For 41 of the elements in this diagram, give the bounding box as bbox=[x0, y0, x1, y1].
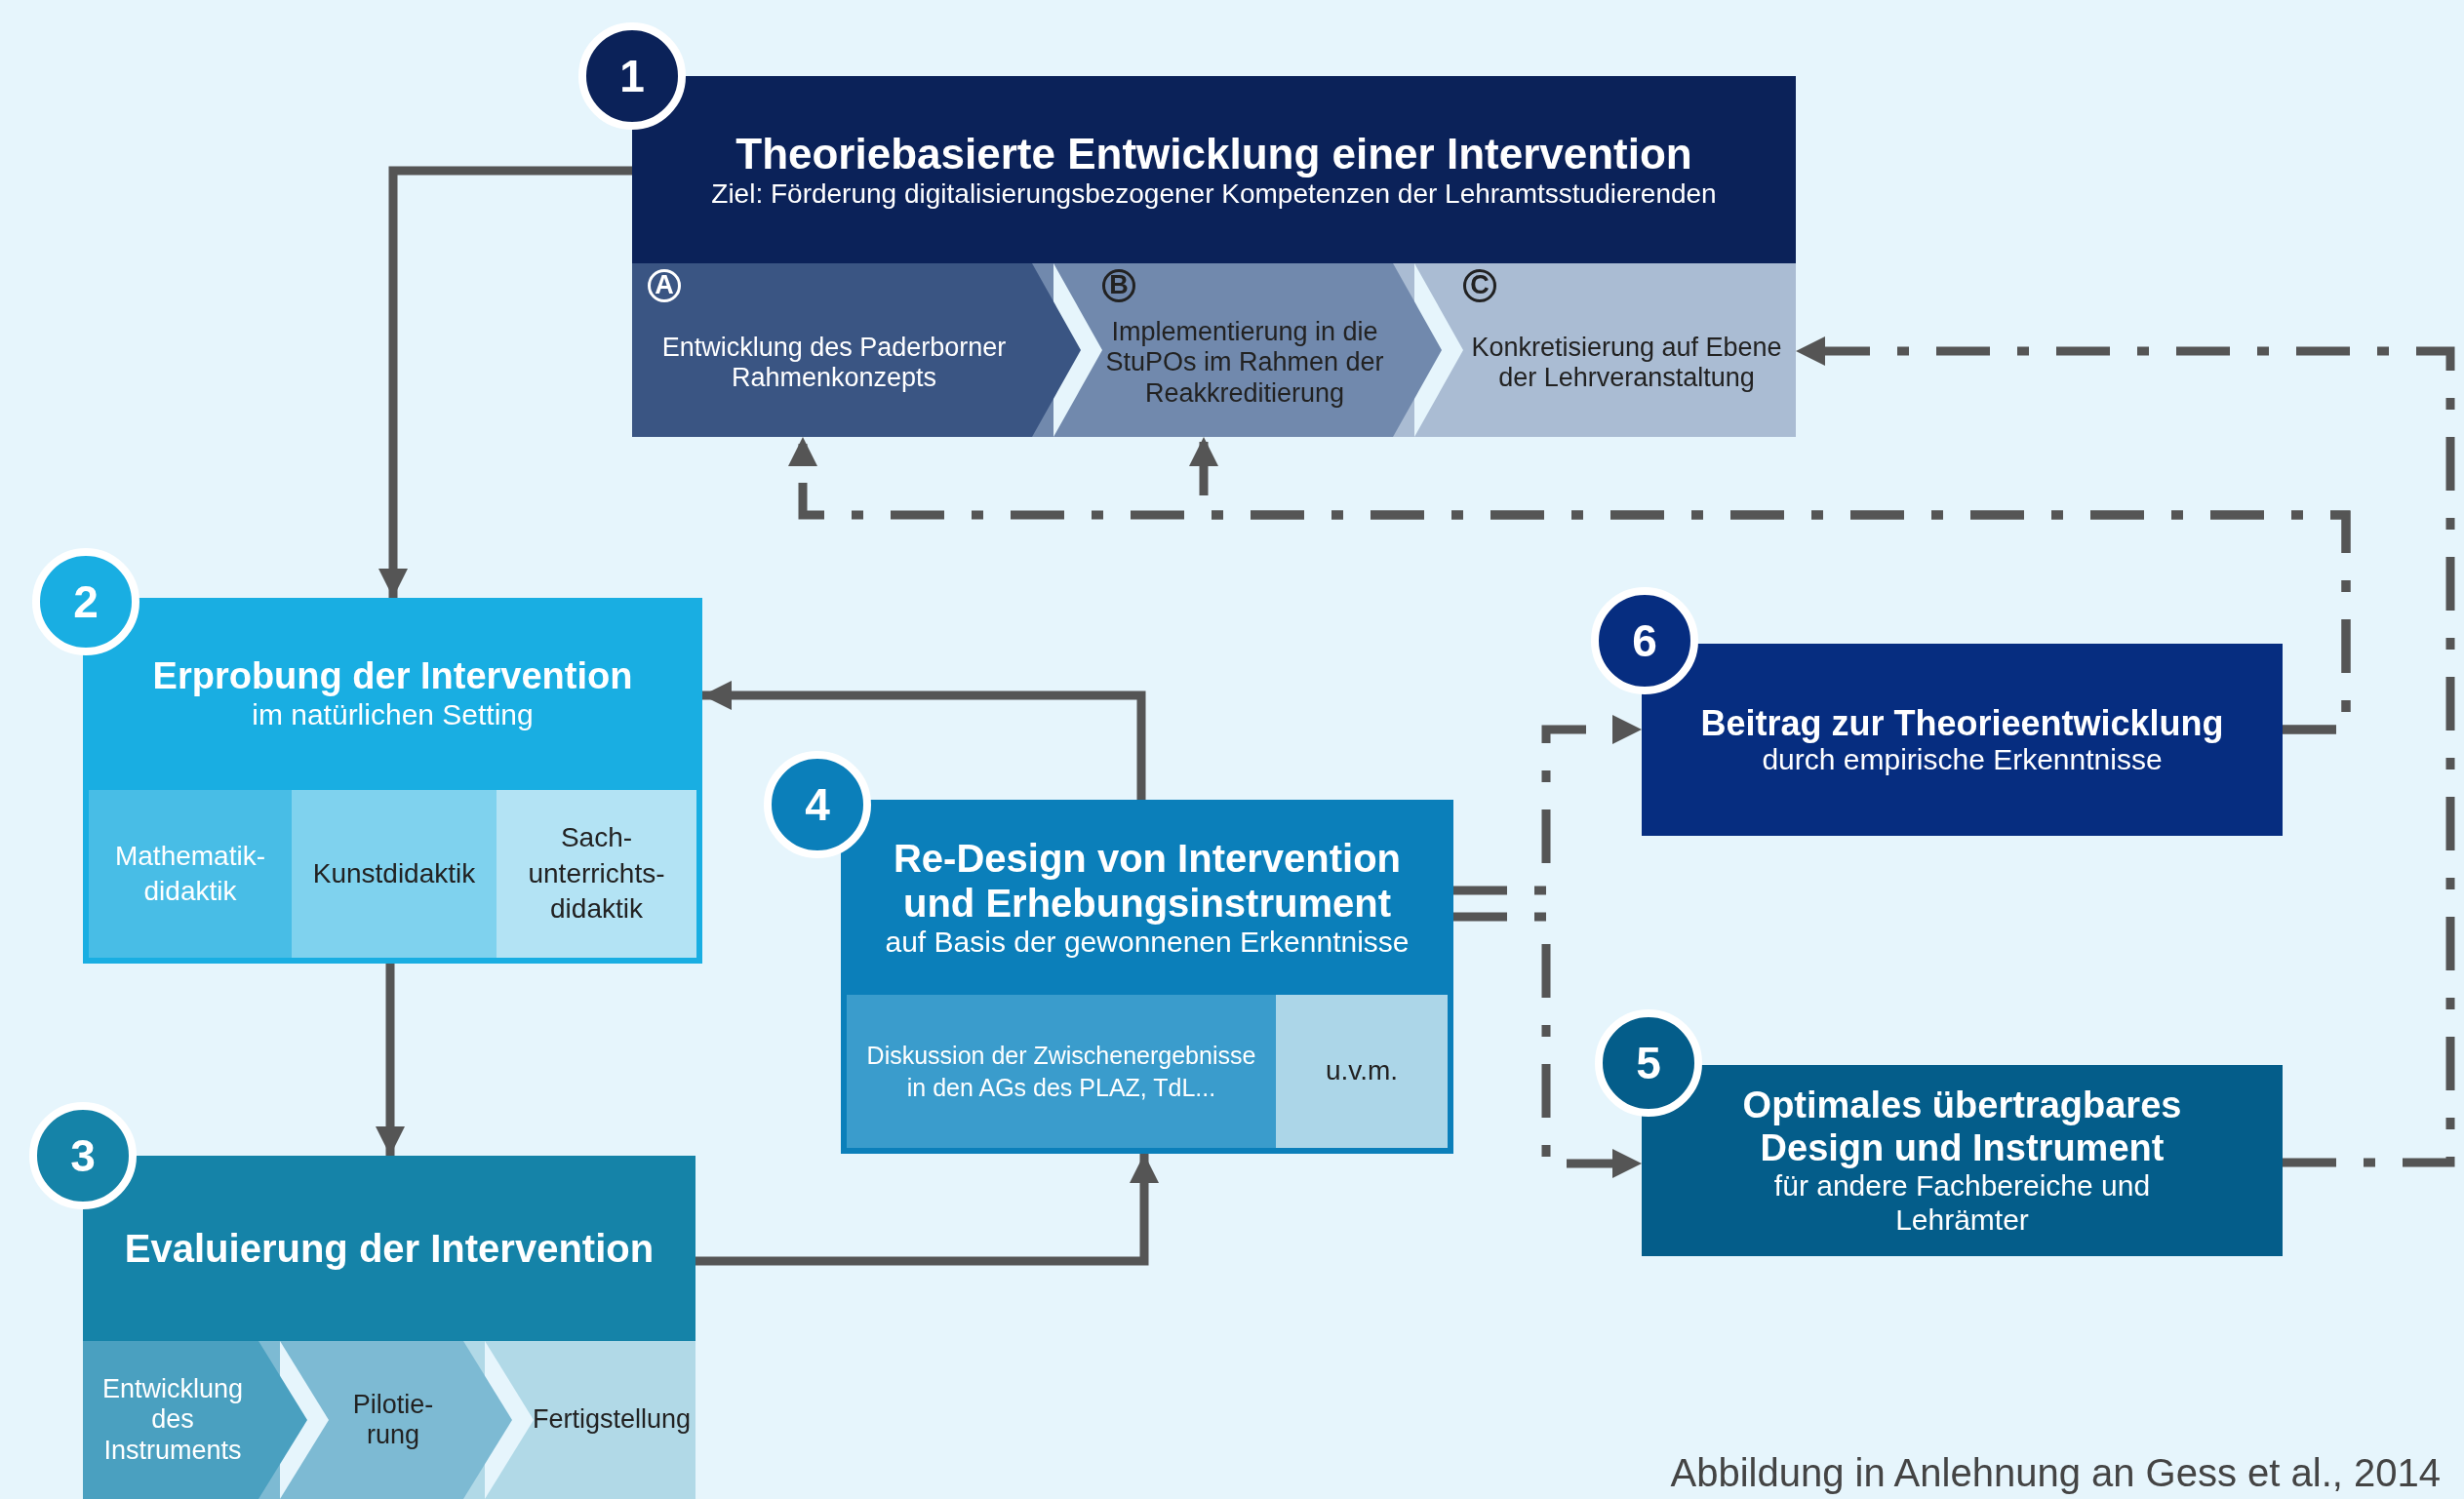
dash-dot-arrow bbox=[1189, 437, 2351, 734]
step-text: Entwicklung des Paderborner Rahmenkonzepts bbox=[660, 331, 1008, 394]
box-subtitle: Ziel: Förderung digitalisierungsbezogener Kompetenzen der Lehramtsstudierenden bbox=[711, 178, 1717, 211]
chevron-step bbox=[1393, 263, 1796, 437]
step-text: Pilotie- rung bbox=[351, 1389, 435, 1451]
step-text: Entwicklung des Instruments bbox=[100, 1374, 245, 1466]
step-number-badge: 1 bbox=[578, 22, 686, 130]
dash-dot-arrow bbox=[1453, 715, 1642, 895]
arrow bbox=[378, 166, 632, 598]
step-text: Fertigstellung bbox=[532, 1404, 692, 1436]
step-number-badge: 3 bbox=[29, 1102, 137, 1209]
category-cell: Diskussion der Zwischenergebnisse in den AGs des PLAZ, TdL... bbox=[847, 995, 1276, 1148]
box-title: Beitrag zur Theorieentwicklung bbox=[1700, 702, 2224, 743]
step-number-badge: 5 bbox=[1595, 1009, 1702, 1117]
step-number-badge: 6 bbox=[1591, 587, 1698, 694]
box-subtitle: für andere Fachbereiche und Lehrämter bbox=[1772, 1169, 2152, 1238]
dash-dot-arrow bbox=[1453, 912, 1642, 1178]
box-subtitle: durch empirische Erkenntnisse bbox=[1762, 742, 2163, 777]
category-cell: Kunstdidaktik bbox=[292, 790, 497, 958]
arrow bbox=[376, 964, 405, 1156]
caption: Abbildung in Anlehnung an Gess et al., 2014 bbox=[1670, 1451, 2441, 1495]
arrow bbox=[695, 1154, 1159, 1266]
step-text: Konkretisierung auf Ebene der Lehrveranstaltung bbox=[1470, 331, 1783, 394]
box-subtitle: im natürlichen Setting bbox=[252, 698, 534, 732]
circled-letter: C bbox=[1463, 269, 1496, 302]
step-text: Implementierung in die StuPOs im Rahmen der Reakkreditierung bbox=[1104, 316, 1385, 409]
category-cell: Sach- unterrichts- didaktik bbox=[497, 790, 696, 958]
box-title: Erprobung der Intervention bbox=[152, 655, 633, 699]
category-cell: Mathematik- didaktik bbox=[89, 790, 292, 958]
box-subtitle: auf Basis der gewonnenen Erkenntnisse bbox=[885, 925, 1410, 960]
circled-letter: A bbox=[648, 269, 681, 302]
step-number-badge: 4 bbox=[764, 751, 871, 858]
box-title: Evaluierung der Intervention bbox=[124, 1226, 655, 1271]
box-title: Optimales übertragbares Design und Instrument bbox=[1741, 1084, 2183, 1170]
box-title: Theoriebasierte Entwicklung einer Intervention bbox=[735, 129, 1692, 179]
category-cell: u.v.m. bbox=[1276, 995, 1448, 1148]
circled-letter: B bbox=[1102, 269, 1135, 302]
box-title: Re-Design von Intervention und Erhebungsinstrument bbox=[892, 835, 1403, 926]
process-box bbox=[841, 800, 1453, 1154]
step-number-badge: 2 bbox=[32, 548, 139, 655]
arrow bbox=[702, 681, 1146, 800]
